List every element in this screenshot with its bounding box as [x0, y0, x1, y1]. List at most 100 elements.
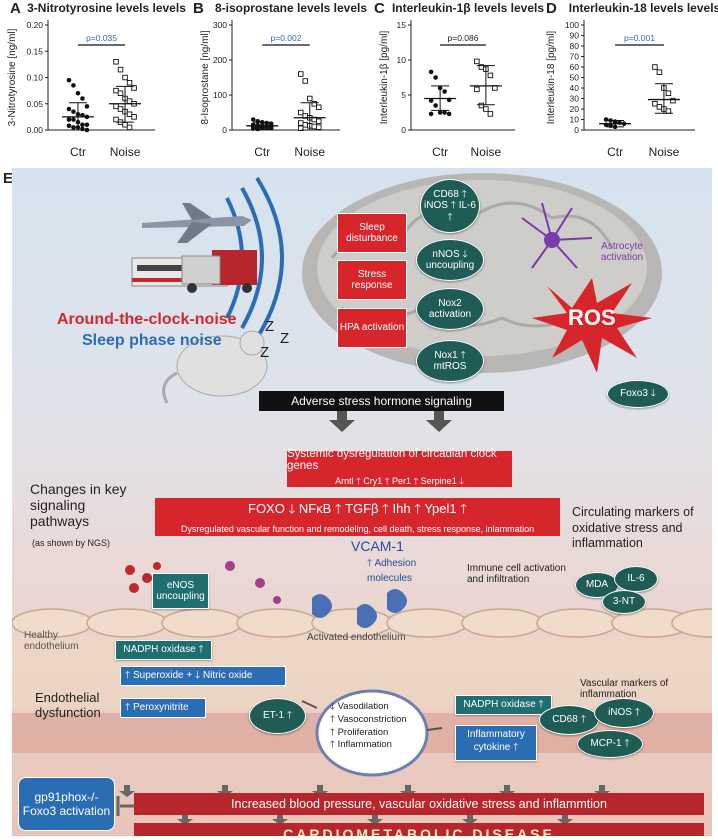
p-value-0: p=0.035: [86, 33, 117, 43]
y-tick-label-1-2: 200: [213, 55, 227, 65]
zzz-1: Z: [265, 318, 275, 335]
circadian-title: Systemic dysregulation of circadian cloc…: [287, 448, 497, 472]
noise-point-0-2: [122, 74, 128, 81]
panel-e-label: E: [3, 170, 14, 187]
ctr-point-0-6: [71, 109, 76, 114]
circadian-genes: Arntl 🡑 Cry1 🡑 Per1 🡑 Serpine1 🡓: [335, 476, 464, 486]
nadph-oxidase-box-2: NADPH oxidase 🡑: [455, 695, 552, 715]
inflammation-item: 🡑 Inflammation: [330, 739, 392, 751]
nox2-node: Nox2 activation: [416, 288, 484, 330]
ctr-point-0-5: [66, 106, 72, 112]
inflammatory-cytokine-box: Inflammatory cytokine 🡑: [455, 725, 537, 761]
noise-point-0-3: [126, 79, 133, 86]
mouse-icon: [162, 330, 268, 404]
p-value-1: p=0.002: [271, 33, 302, 43]
vcam-label: VCAM-1: [351, 538, 404, 554]
ctr-point-2-6: [433, 103, 438, 108]
y-tick-label-3-1: 10: [570, 115, 580, 125]
noise-title-2: Sleep phase noise: [82, 332, 222, 349]
ctr-point-2-7: [437, 110, 443, 115]
panel-c-label: C: [374, 0, 385, 17]
panel-d-label: D: [546, 0, 557, 17]
noise-point-0-0: [113, 59, 119, 65]
noise-point-2-3: [487, 72, 494, 79]
superoxide-box: 🡑 Superoxide + 🡓 Nitric oxide: [120, 666, 286, 686]
y-tick-label-3-8: 80: [570, 41, 580, 51]
chart-title-1: 8-isoprostane levels levels: [215, 1, 367, 15]
vascular-markers-label: Vascular markers of inflammation: [580, 678, 669, 700]
y-label-0: 3-Nitrotyrosine [ng/ml]: [7, 28, 18, 126]
noise-point-3-0: [652, 64, 658, 70]
ctr-point-1-14: [268, 125, 274, 131]
enos-box: eNOS uncoupling: [152, 573, 209, 609]
noise-point-2-7: [483, 106, 489, 112]
y-tick-label-1-3: 300: [213, 20, 227, 30]
noise-point-1-13: [311, 123, 318, 130]
foxo3-node: Foxo3 🡓: [607, 380, 669, 408]
noise-point-2-5: [474, 86, 480, 93]
il6-node: IL-6: [614, 566, 658, 592]
group-label-3-0: Ctr: [607, 145, 623, 159]
changes-label: Changes in key signaling pathways: [30, 481, 127, 530]
noise-title-1: Around-the-clock-noise: [57, 311, 237, 328]
pathways-title: FOXO 🡓 NFκB 🡑 TGFβ 🡑 Ihh 🡑 Ypel1 🡑: [248, 501, 467, 516]
ctr-point-0-2: [75, 90, 81, 96]
panel-a-label: A: [10, 0, 21, 17]
cd68-inos-il6-node: CD68 🡑 iNOS 🡑 IL-6 🡑: [420, 179, 480, 233]
y-tick-label-2-3: 15: [397, 20, 407, 30]
noise-point-1-15: [298, 125, 304, 131]
noise-point-0-11: [117, 106, 124, 112]
noise-point-2-8: [487, 111, 494, 117]
airplane-icon: [142, 203, 252, 243]
pathways-subtitle: Dysregulated vascular function and remod…: [180, 524, 535, 534]
ctr-point-0-16: [71, 125, 76, 130]
ctr-point-2-1: [433, 75, 438, 80]
noise-point-1-5: [298, 109, 304, 116]
y-tick-label-2-0: 0: [401, 125, 406, 135]
panel-b-label: B: [193, 0, 204, 17]
noise-point-1-10: [298, 120, 304, 126]
y-tick-label-0-3: 0.15: [26, 46, 43, 56]
y-tick-label-3-10: 100: [565, 20, 579, 30]
sleep-disturbance-box: Sleep disturbance: [337, 213, 407, 253]
vasodilation-item: 🡓 Vasodilation: [330, 701, 389, 712]
healthy-label: Healthy endothelium: [24, 630, 79, 652]
zzz-2: Z: [280, 330, 290, 347]
ctr-point-1-15: [250, 126, 256, 131]
effects-ellipse: [315, 689, 429, 777]
y-tick-label-3-4: 40: [570, 83, 580, 93]
y-tick-label-2-1: 5: [401, 90, 406, 100]
adverse-signaling-bar: Adverse stress hormone signaling: [259, 391, 504, 411]
vasoconstriction-item: 🡑 Vasoconstriction: [330, 713, 407, 725]
cd68-node-2: CD68 🡑: [539, 705, 599, 735]
noise-point-3-1: [656, 69, 663, 75]
y-tick-label-3-5: 50: [570, 73, 580, 83]
y-tick-label-2-2: 10: [397, 55, 407, 65]
y-tick-label-1-1: 100: [213, 90, 227, 100]
inos-node-2: iNOS 🡑: [594, 698, 654, 728]
noise-point-3-4: [670, 97, 676, 104]
proliferation-item: 🡑 Proliferation: [330, 726, 389, 738]
noise-point-0-8: [126, 98, 133, 104]
y-tick-label-3-3: 30: [570, 94, 580, 104]
increased-bp-bar: Increased blood pressure, vascular oxida…: [134, 793, 704, 815]
astrocyte-icon: [521, 202, 593, 269]
chart-title-2: Interleukin-1β levels levels: [392, 1, 544, 15]
ctr-point-0-11: [71, 117, 76, 122]
noise-point-1-2: [307, 95, 313, 102]
ctr-point-0-13: [80, 122, 85, 128]
y-label-3: Interleukin-18 [pg/ml]: [546, 31, 557, 125]
noise-point-1-4: [316, 104, 322, 110]
noise-point-3-6: [656, 104, 663, 110]
charts-svg: 3-Nitrotyrosine levels levels0.000.050.1…: [7, 1, 718, 159]
noise-point-0-6: [117, 90, 124, 96]
peroxynitrite-box: 🡑 Peroxynitrite: [120, 698, 206, 718]
ngs-label: (as shown by NGS): [32, 538, 111, 548]
y-tick-label-0-4: 0.20: [26, 20, 43, 30]
noise-point-2-0: [474, 58, 480, 65]
gp91phox-box: gp91phox-/- Foxo3 activation: [18, 777, 115, 831]
y-tick-label-3-7: 70: [570, 52, 580, 62]
p-value-2: p=0.086: [448, 33, 479, 43]
chart-title-0: 3-Nitrotyrosine levels levels: [27, 1, 186, 15]
effects-list: 🡓 Vasodilation 🡑 Vasoconstriction 🡑 Prol…: [330, 701, 420, 752]
